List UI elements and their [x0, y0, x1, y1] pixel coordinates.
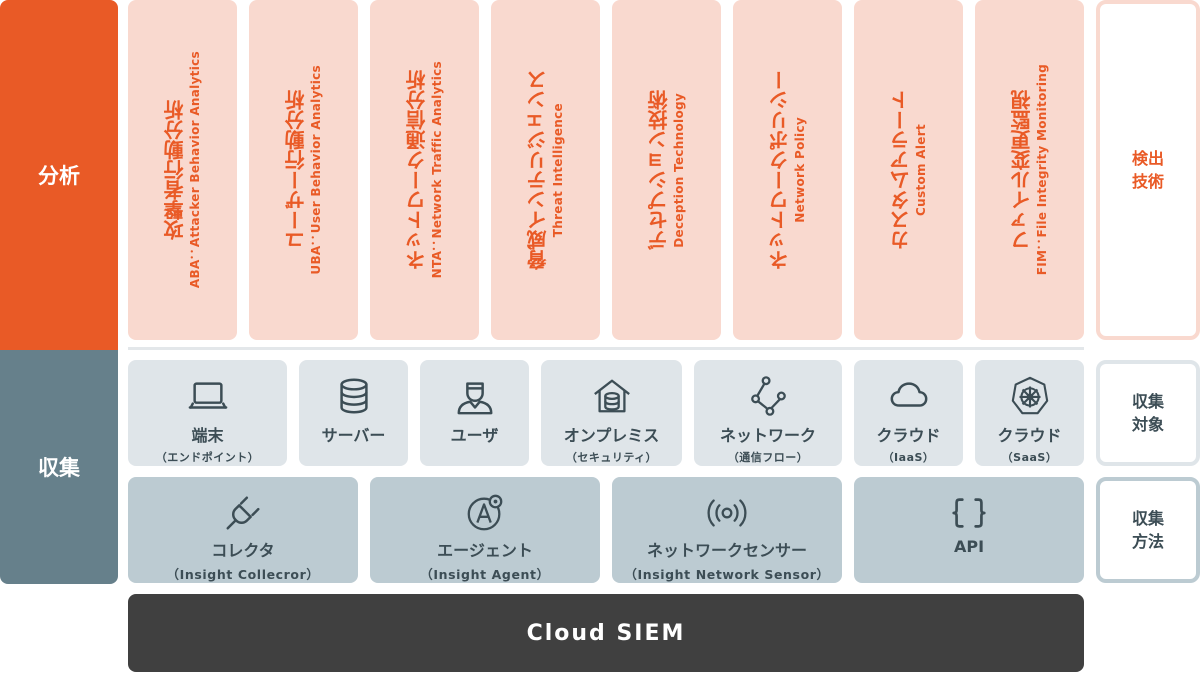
target-card-server: サーバー	[299, 360, 408, 466]
method-label: API	[953, 537, 985, 556]
agent-icon	[463, 491, 507, 535]
method-card-network-sensor: ネットワークセンサー （Insight Network Sensor）	[612, 477, 842, 583]
method-card-collector: コレクタ （Insight Collecror）	[128, 477, 358, 583]
method-card-api: API	[854, 477, 1084, 583]
target-sub: （セキュリティ）	[565, 451, 658, 464]
target-card-user: ユーザ	[420, 360, 529, 466]
right-label-line: 収集	[1131, 508, 1164, 528]
plug-icon	[221, 491, 265, 535]
cloud-siem-bar: Cloud SIEM	[128, 594, 1084, 672]
method-label: エージェント	[437, 541, 533, 560]
kubernetes-wheel-icon	[1008, 374, 1052, 418]
database-icon	[332, 374, 376, 418]
analysis-title: 攻撃者行動分析	[162, 100, 187, 240]
laptop-icon	[186, 374, 230, 418]
target-label: オンプレミス	[563, 426, 660, 445]
category-collection: 収集	[0, 350, 118, 584]
analysis-title: ファイル変更監視	[1009, 90, 1034, 250]
analysis-subtitle: Deception Technology	[671, 92, 686, 248]
analysis-title: ユーザー行動分析	[283, 90, 308, 250]
target-label: クラウド	[997, 426, 1062, 445]
section-divider	[128, 347, 1084, 350]
method-label: ネットワークセンサー	[646, 541, 807, 560]
target-sub: （SaaS）	[1001, 451, 1058, 464]
analysis-title: デセプション技術	[646, 90, 671, 250]
cloud-siem-label: Cloud SIEM	[526, 620, 686, 646]
target-sub: （エンドポイント）	[155, 451, 260, 464]
right-label-line: 収集	[1131, 391, 1164, 411]
target-card-endpoint: 端末 （エンドポイント）	[128, 360, 287, 466]
target-card-onpremises: オンプレミス （セキュリティ）	[541, 360, 682, 466]
target-label: クラウド	[876, 426, 941, 445]
analysis-title: カスタムアラート	[888, 90, 913, 250]
analysis-subtitle: UBA：User Behavior Analytics	[308, 65, 323, 275]
right-label-collection-method: 収集方法	[1096, 477, 1200, 583]
method-card-agent: エージェント （Insight Agent）	[370, 477, 600, 583]
right-label-line: 検出	[1131, 148, 1164, 168]
target-label: 端末	[191, 426, 224, 445]
target-card-saas: クラウド （SaaS）	[975, 360, 1084, 466]
target-label: ネットワーク	[719, 426, 816, 445]
sensor-icon	[705, 491, 749, 535]
target-card-network: ネットワーク （通信フロー）	[694, 360, 842, 466]
analysis-subtitle: NTA：Network Traffic Analytics	[429, 61, 444, 279]
right-label-line: 技術	[1131, 172, 1164, 191]
target-label: ユーザ	[450, 426, 499, 445]
target-sub: （IaaS）	[882, 451, 935, 464]
method-sub: （Insight Agent）	[420, 567, 550, 582]
right-label-collection-target: 収集対象	[1096, 360, 1200, 466]
target-sub: （通信フロー）	[727, 451, 809, 464]
target-label: サーバー	[321, 426, 386, 445]
user-icon	[453, 374, 497, 418]
analysis-subtitle: FIM：File Integrity Monitoring	[1034, 64, 1049, 276]
analysis-subtitle: Custom Alert	[913, 124, 928, 216]
analysis-subtitle: Threat Intelligence	[550, 102, 565, 238]
network-graph-icon	[746, 374, 790, 418]
analysis-title: ネットワーク通信分析	[404, 70, 429, 270]
right-label-line: 対象	[1131, 415, 1164, 434]
right-label-detection-tech: 検出技術	[1096, 0, 1200, 340]
category-analysis: 分析	[0, 0, 118, 350]
category-collection-label: 収集	[38, 456, 80, 480]
analysis-subtitle: Network Policy	[792, 117, 807, 223]
cloud-icon	[887, 374, 931, 418]
right-label-line: 方法	[1131, 532, 1164, 551]
analysis-title: 脅威インテリジェンス	[525, 70, 550, 270]
method-sub: （Insight Collecror）	[166, 567, 320, 582]
target-card-iaas: クラウド （IaaS）	[854, 360, 963, 466]
building-database-icon	[590, 374, 634, 418]
category-analysis-label: 分析	[38, 164, 80, 188]
method-sub: （Insight Network Sensor）	[624, 567, 830, 582]
method-label: コレクタ	[211, 541, 275, 560]
braces-icon	[947, 491, 991, 535]
analysis-title: ネットワークポリシー	[767, 70, 792, 270]
analysis-subtitle: ABA：Attacker Behavior Analytics	[187, 51, 202, 289]
